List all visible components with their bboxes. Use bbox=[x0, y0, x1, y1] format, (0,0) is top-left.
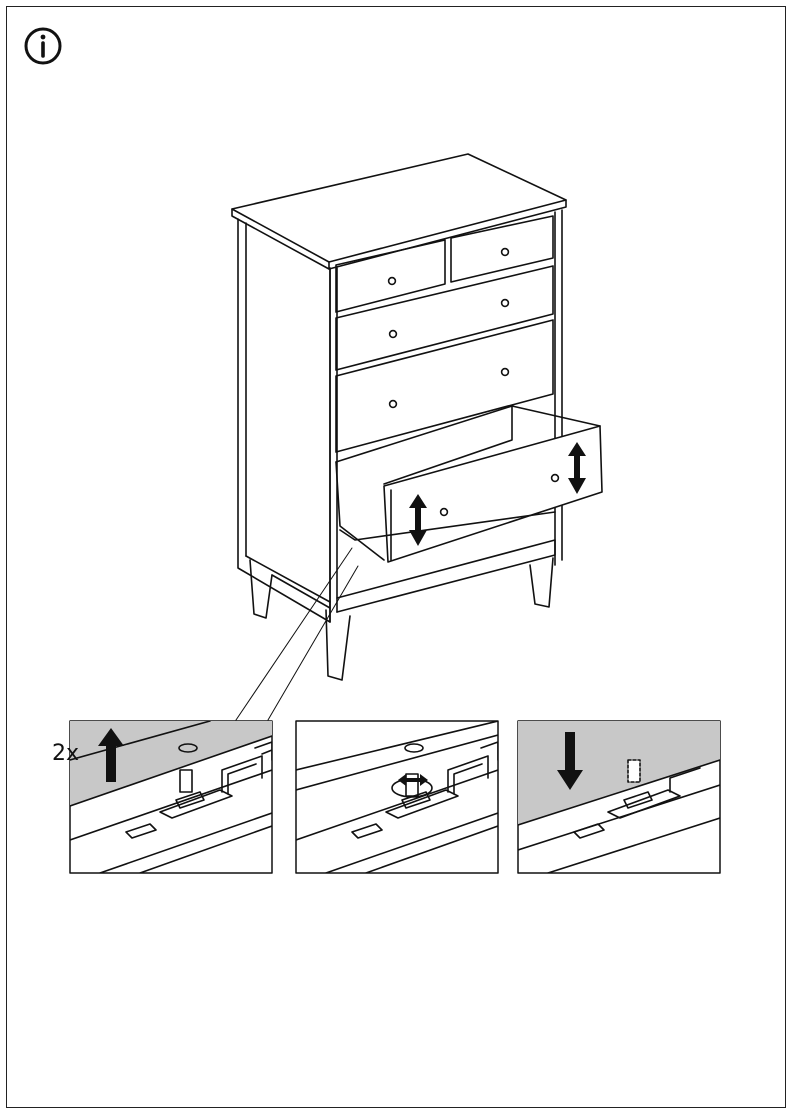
dresser-illustration bbox=[231, 153, 603, 681]
drawer-3 bbox=[335, 319, 554, 453]
detail-panel-3 bbox=[517, 720, 721, 874]
drawer-top-right bbox=[450, 215, 554, 283]
arrow-down-icon bbox=[557, 732, 583, 790]
drawer-2 bbox=[335, 265, 554, 371]
detail-panel-2 bbox=[295, 720, 499, 874]
quantity-label: 2x bbox=[52, 741, 79, 766]
rotate-icon bbox=[398, 774, 428, 786]
arrow-updown-icon bbox=[409, 442, 586, 546]
zoom-callout bbox=[235, 547, 359, 721]
page-border bbox=[6, 6, 786, 1108]
detail-panel-1: 2x bbox=[52, 720, 273, 874]
drawer-top-left bbox=[335, 239, 446, 313]
arrow-up-icon bbox=[98, 728, 124, 782]
info-circle-icon bbox=[24, 27, 62, 65]
